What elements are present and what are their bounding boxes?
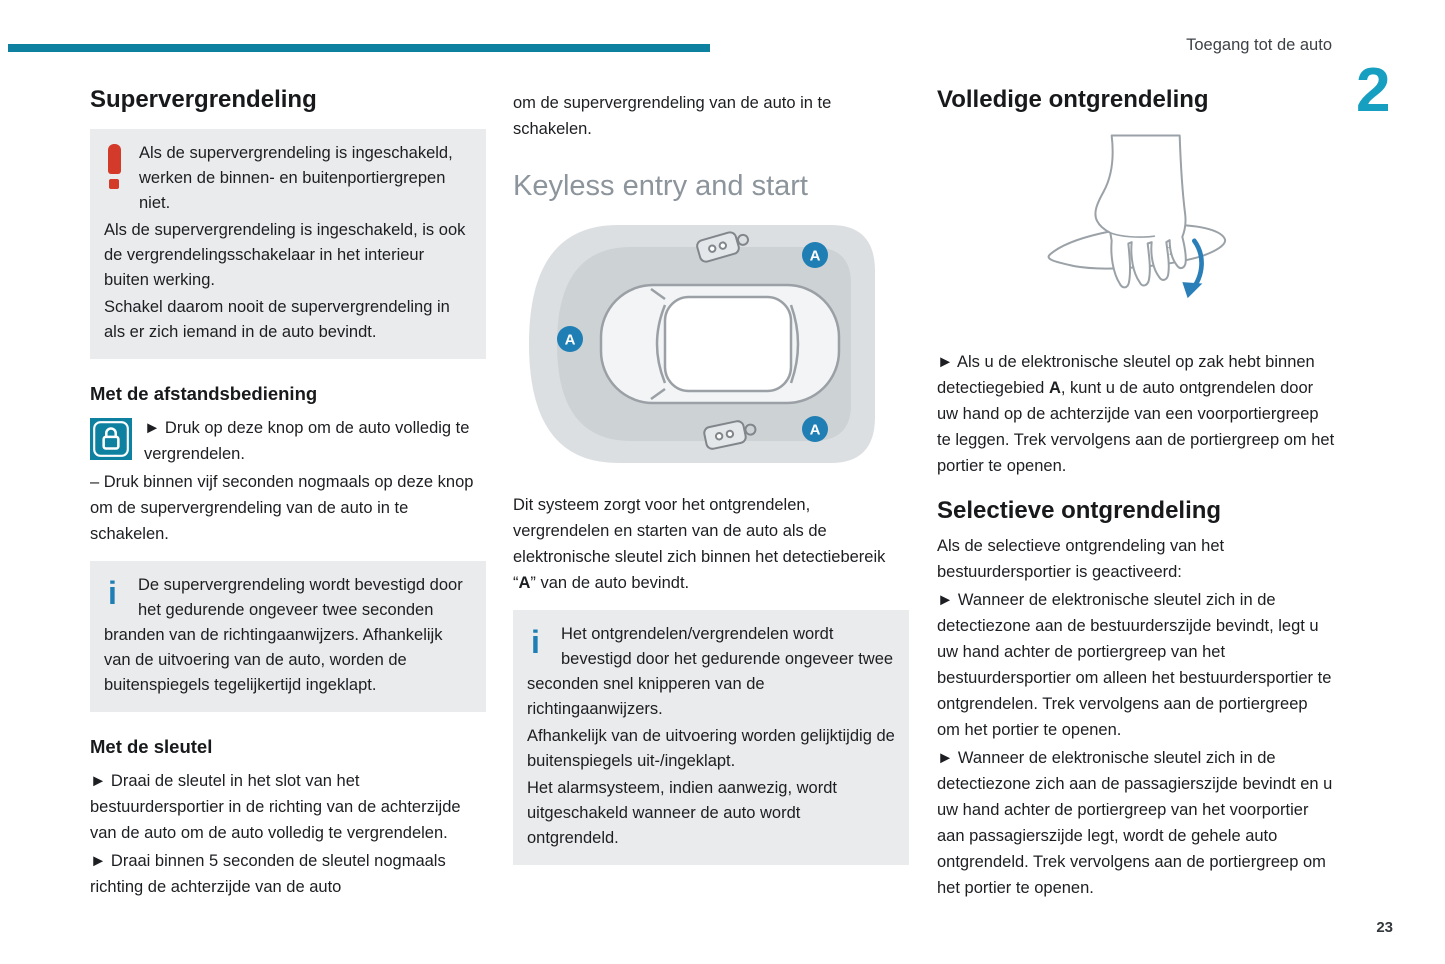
chapter-number: 2 <box>1356 56 1391 125</box>
subheading-key: Met de sleutel <box>90 736 213 757</box>
remote-instruction-block: ► Druk op deze knop om de auto volledig … <box>90 415 486 547</box>
lock-button-icon <box>90 418 132 460</box>
zone-label-a: A A A <box>557 242 828 442</box>
column-right: Volledige ontgrendeling ► Als u de elekt… <box>937 86 1335 903</box>
section-heading-selectieve: Selectieve ontgrendeling <box>937 497 1222 524</box>
column-left: Supervergrendeling Als de supervergrende… <box>90 86 486 902</box>
svg-text:A: A <box>810 422 821 439</box>
info-text: Het ontgrendelen/vergrendelen wordt beve… <box>527 625 894 718</box>
warning-text: Als de supervergrendeling is ingeschakel… <box>139 144 453 212</box>
keyless-detection-diagram: A A A <box>529 225 875 463</box>
svg-text:A: A <box>565 332 576 349</box>
hand-door-handle-illustration <box>1047 134 1227 299</box>
padlock-icon <box>93 421 129 457</box>
page-number: 23 <box>1376 919 1393 936</box>
warning-exclamation-icon <box>108 144 123 190</box>
remote-step: ► Druk op deze knop om de auto volledig … <box>144 419 470 463</box>
section-heading-keyless: Keyless entry and start <box>513 170 808 202</box>
selective-intro: Als de selectieve ontgrendeling van het … <box>937 537 1225 581</box>
running-header: Toegang tot de auto <box>1186 36 1332 54</box>
info-box: i Het ontgrendelen/vergrendelen wordt be… <box>513 610 909 865</box>
info-text: Het alarmsysteem, indien aanwezig, wordt… <box>527 779 837 847</box>
car-top-view <box>599 283 841 405</box>
section-heading-volledige: Volledige ontgrendeling <box>937 86 1209 113</box>
selective-step: ► Wanneer de elektronische sleutel zich … <box>937 749 1333 897</box>
key-step: ► Draai binnen 5 seconden de sleutel nog… <box>90 852 446 896</box>
info-text: De supervergrendeling wordt bevestigd do… <box>104 576 463 694</box>
continuation-text: om de supervergrendeling van de auto in … <box>513 94 832 138</box>
warning-box: Als de supervergrendeling is ingeschakel… <box>90 129 486 359</box>
remote-step: – Druk binnen vijf seconden nogmaals op … <box>90 473 474 543</box>
subheading-remote: Met de afstandsbediening <box>90 383 318 404</box>
unlock-arrow-icon <box>1182 238 1204 299</box>
zone-ref: A <box>1048 379 1061 397</box>
column-middle: om de supervergrendeling van de auto in … <box>513 90 909 873</box>
section-heading-supervergrendeling: Supervergrendeling <box>90 86 317 113</box>
warning-text: Als de supervergrendeling is ingeschakel… <box>104 221 466 289</box>
key-step: ► Draai de sleutel in het slot van het b… <box>90 772 461 842</box>
key-fob-icon <box>703 420 757 450</box>
info-icon: i <box>531 624 540 660</box>
svg-text:A: A <box>810 248 821 265</box>
selective-step: ► Wanneer de elektronische sleutel zich … <box>937 591 1332 739</box>
info-icon: i <box>108 575 117 611</box>
keyless-description: Dit systeem zorgt voor het ontgrendelen,… <box>513 496 886 592</box>
warning-text: Schakel daarom nooit de supervergrendeli… <box>104 298 450 341</box>
key-fob-icon <box>696 231 749 263</box>
zone-ref: A <box>518 574 531 592</box>
accent-bar <box>8 44 710 52</box>
info-box: i De supervergrendeling wordt bevestigd … <box>90 561 486 712</box>
full-unlock-text: ► Als u de elektronische sleutel op zak … <box>937 353 1335 475</box>
info-text: Afhankelijk van de uitvoering worden gel… <box>527 727 895 770</box>
